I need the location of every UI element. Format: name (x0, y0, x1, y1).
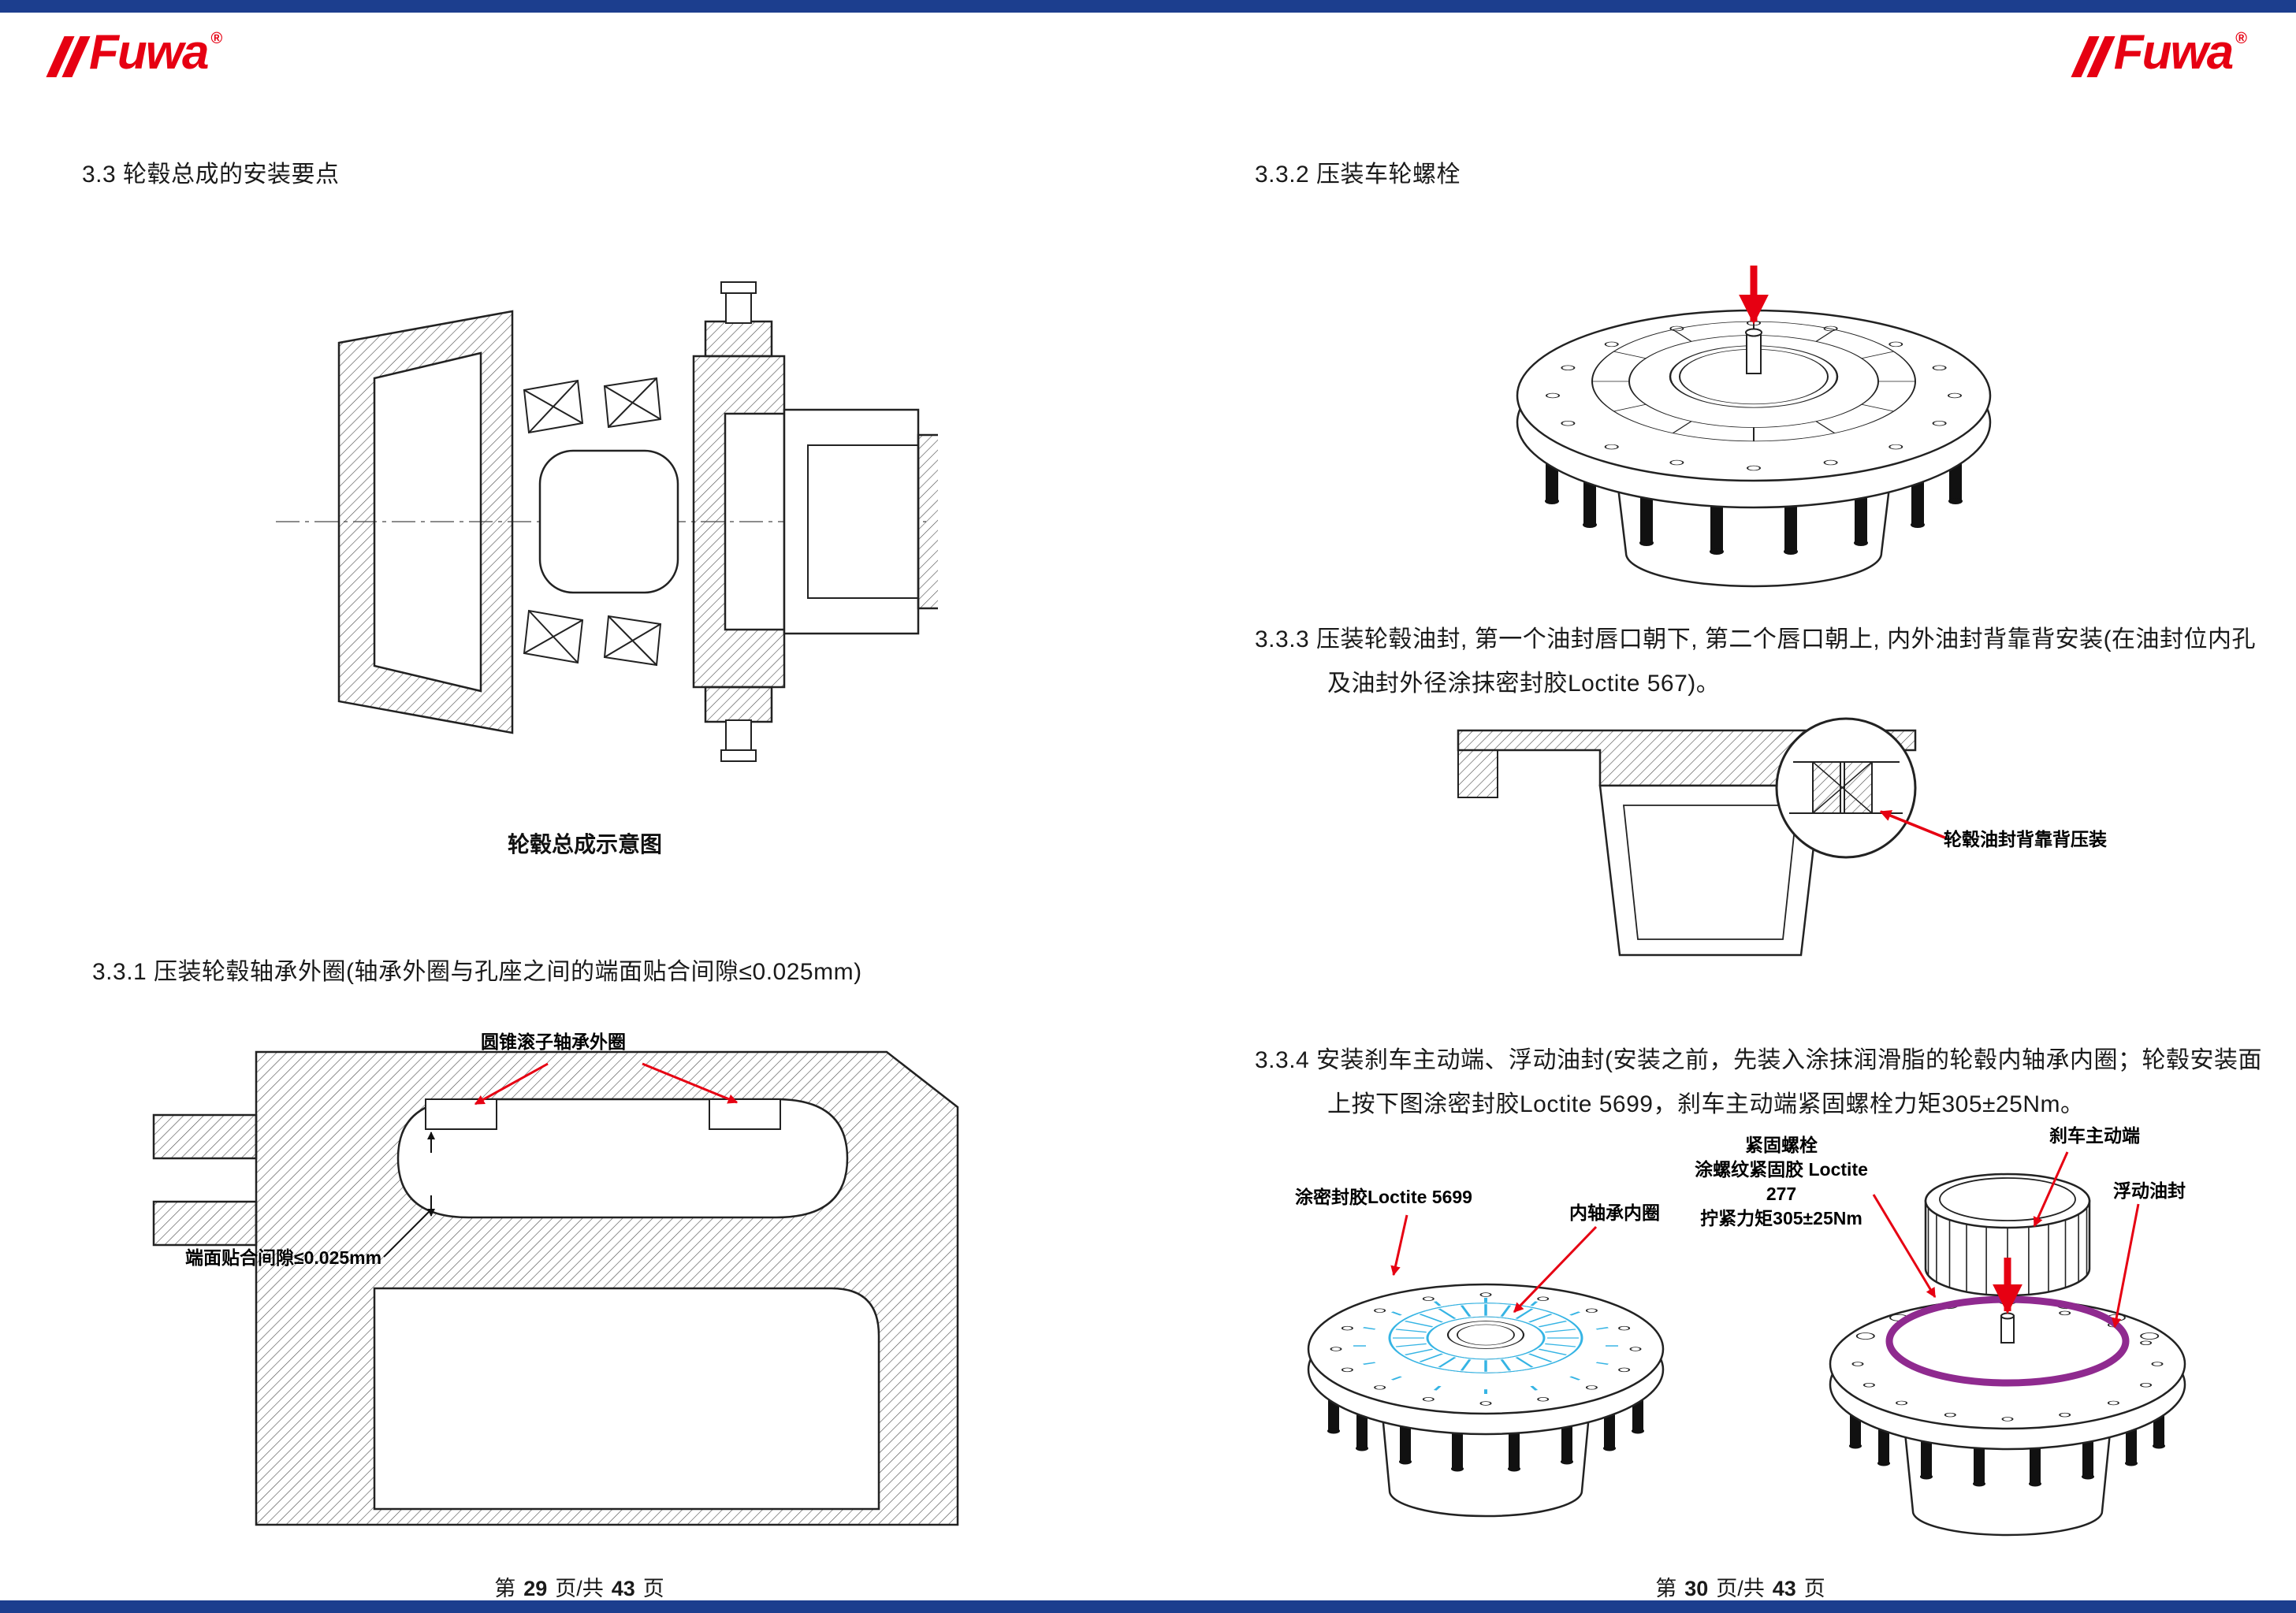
fuwa-logo-left: Fuwa ® (46, 25, 223, 80)
gap-dimension-arrows (383, 1132, 435, 1258)
footer-page-number: 30 (1684, 1577, 1709, 1600)
center-bore (1669, 345, 1839, 408)
label-torque: 拧紧力矩305±25Nm (1700, 1208, 1862, 1229)
drive-end-hub-figure: 紧固螺栓 涂螺纹紧固胶 Loctite 277 拧紧力矩305±25Nm 刹车主… (1675, 1117, 2203, 1578)
label-sealant-loctite-5699: 涂密封胶Loctite 5699 (1295, 1187, 1472, 1207)
logo-slashes-icon (2071, 36, 2116, 77)
wheel-bolt-figure (1494, 206, 2014, 600)
fuwa-logo-right: Fuwa ® (2071, 25, 2247, 80)
bearing-rollers-highlight (1393, 1304, 1579, 1372)
label-thread-locker: 涂螺纹紧固胶 Loctite 277 (1695, 1159, 1868, 1205)
center-stud (2000, 1315, 2015, 1344)
label-fastening-bolt-block: 紧固螺栓 涂螺纹紧固胶 Loctite 277 拧紧力矩305±25Nm (1679, 1133, 1884, 1231)
bearing-seat-right (709, 1098, 781, 1130)
logo-text: Fuwa (2113, 25, 2234, 80)
wheel-bolt-drawing (1516, 266, 1992, 588)
section-3-3-1-heading: 3.3.1 压装轮毂轴承外圈(轴承外圈与孔座之间的端面贴合间隙≤0.025mm) (92, 959, 862, 985)
label-fastening-bolt: 紧固螺栓 (1745, 1135, 1818, 1155)
hub-assembly-drawing (276, 281, 938, 762)
section-3-3-4-text-line1: 3.3.4 安装刹车主动端、浮动油封(安装之前，先装入涂抹润滑脂的轮毂内轴承内圈… (1255, 1047, 2263, 1073)
footer-text: 第 (494, 1577, 516, 1600)
footer-text: 页 (1803, 1577, 1825, 1600)
footer-page-number: 29 (523, 1577, 548, 1600)
footer-total-pages: 43 (611, 1577, 635, 1600)
bottom-border-bar (0, 1600, 2296, 1613)
registered-mark: ® (2235, 30, 2247, 47)
center-stud (1746, 332, 1762, 374)
wheel-studs (1327, 1390, 1644, 1472)
bearing-ring-figure: 圆锥滚子轴承外圈 端面贴合间隙≤0.025mm (138, 1020, 989, 1556)
label-face-fit-gap: 端面贴合间隙≤0.025mm (185, 1247, 382, 1268)
hub-assembly-figure (264, 221, 938, 823)
seal-label-arrow (1879, 810, 1948, 840)
bearing-seat-left (425, 1098, 497, 1130)
hub-assembly-caption: 轮毂总成示意图 (507, 832, 662, 857)
page-footer-right: 第 30 页/共 43 页 (1583, 1571, 1898, 1602)
bearing-ring-drawing (152, 1050, 959, 1526)
section-3-3-2-heading: 3.3.2 压装车轮螺栓 (1255, 162, 1461, 188)
label-floating-seal: 浮动油封 (2113, 1180, 2186, 1201)
bolt-holes (1330, 1292, 1642, 1406)
footer-total-pages: 43 (1772, 1577, 1796, 1600)
logo-slashes-icon (46, 36, 91, 77)
registered-mark: ® (210, 30, 223, 47)
label-arrows (1390, 1214, 1598, 1314)
section-3-3-heading: 3.3 轮毂总成的安装要点 (82, 162, 340, 188)
section-3-3-4-text-line2: 上按下图涂密封胶Loctite 5699，刹车主动端紧固螺栓力矩305±25Nm… (1327, 1091, 2085, 1117)
top-border-bar (0, 0, 2296, 13)
footer-text: 页/共 (555, 1577, 604, 1600)
label-seal-back-to-back: 轮毂油封背靠背压装 (1944, 829, 2107, 849)
label-arrows (1872, 1151, 2140, 1329)
section-3-3-3-text-line2: 及油封外径涂抹密封胶Loctite 567)。 (1327, 671, 1721, 697)
bearing-highlight-rings (1388, 1303, 1583, 1373)
label-inner-bearing-race: 内轴承内圈 (1569, 1202, 1660, 1223)
center-bore (1446, 1321, 1525, 1349)
sealant-hub-figure: 涂密封胶Loctite 5699 内轴承内圈 (1289, 1121, 1683, 1581)
footer-text: 页 (642, 1577, 664, 1600)
back-to-back-seals (1812, 761, 1873, 814)
sealant-hub-drawing (1307, 1214, 1665, 1518)
footer-text: 第 (1655, 1577, 1677, 1600)
oil-seal-drawing (1457, 717, 1948, 957)
label-arrows (474, 1062, 739, 1106)
wheel-studs (1545, 450, 1963, 555)
bolt-holes (1851, 1310, 2164, 1422)
page-footer-left: 第 29 页/共 43 页 (422, 1571, 737, 1602)
taper-bearings (523, 377, 662, 667)
footer-text: 页/共 (1716, 1577, 1765, 1600)
label-brake-drive-end: 刹车主动端 (2049, 1125, 2140, 1146)
section-3-3-3-text-line1: 3.3.3 压装轮毂油封, 第一个油封唇口朝下, 第二个唇口朝上, 内外油封背靠… (1255, 626, 2257, 652)
oil-seal-figure: 轮毂油封背靠背压装 (1442, 711, 2120, 971)
label-taper-roller-outer-ring: 圆锥滚子轴承外圈 (481, 1031, 626, 1052)
drive-end-hub-drawing (1829, 1151, 2186, 1537)
sealant-bead-ticks (1353, 1298, 1618, 1394)
logo-text: Fuwa (89, 25, 209, 80)
